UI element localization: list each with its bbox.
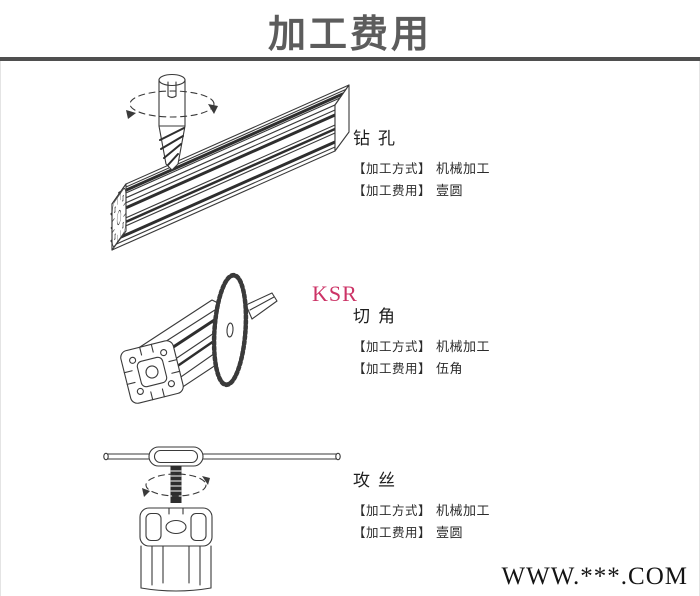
- spec-value: 机械加工: [436, 340, 491, 355]
- aluminum-profile-bar: [110, 84, 350, 251]
- saw-blade-icon: [211, 272, 249, 388]
- section-title: 攻丝: [353, 471, 403, 491]
- spec-label: 【加工方式】: [353, 503, 432, 518]
- site-watermark: WWW.***.COM: [501, 563, 688, 590]
- spec-value: 壹圆: [436, 526, 464, 541]
- tapping-illustration: [100, 428, 345, 596]
- spec-fee: 【加工费用】伍角: [353, 361, 490, 377]
- spec-label: 【加工费用】: [353, 525, 432, 540]
- section-drilling: 钻孔 【加工方式】机械加工 【加工费用】壹圆: [353, 124, 490, 205]
- corner-cutting-diagram: [120, 272, 278, 404]
- section-tapping: 攻丝 【加工方式】机械加工 【加工费用】壹圆: [353, 466, 490, 547]
- spec-value: 伍角: [436, 362, 464, 377]
- spec-method: 【加工方式】机械加工: [353, 503, 490, 519]
- rotation-arrows-icon: [126, 90, 218, 119]
- section-title: 切角: [353, 307, 403, 327]
- spec-value: 机械加工: [436, 162, 491, 177]
- brand-watermark: KSR: [312, 281, 358, 306]
- spec-fee: 【加工费用】壹圆: [353, 183, 490, 199]
- spec-label: 【加工方式】: [353, 161, 432, 176]
- spec-value: 壹圆: [436, 184, 464, 199]
- spec-method: 【加工方式】机械加工: [353, 161, 490, 177]
- rotation-arrows-icon: [142, 473, 210, 497]
- spec-label: 【加工费用】: [353, 183, 432, 198]
- drilling-diagram: [110, 73, 350, 251]
- drill-bit-icon: [158, 73, 186, 171]
- cut-off-corner-piece: [245, 292, 278, 320]
- spec-label: 【加工方式】: [353, 339, 432, 354]
- aluminum-profile-end-view: [139, 507, 213, 592]
- tapping-diagram: [103, 446, 341, 592]
- spec-label: 【加工费用】: [353, 361, 432, 376]
- spec-value: 机械加工: [436, 504, 491, 519]
- profile-cross-section: [120, 340, 184, 404]
- page-title: 加工费用: [267, 12, 432, 56]
- header-divider: [0, 57, 700, 61]
- profile-cross-section: [112, 187, 126, 248]
- spec-method: 【加工方式】机械加工: [353, 339, 490, 355]
- section-title: 钻孔: [353, 129, 403, 149]
- spec-fee: 【加工费用】壹圆: [353, 525, 490, 541]
- section-corner-cutting: 切角 【加工方式】机械加工 【加工费用】伍角: [353, 302, 490, 383]
- drilling-illustration: [98, 66, 350, 258]
- corner-cutting-illustration: [100, 262, 350, 412]
- tap-wrench-icon: [103, 446, 341, 503]
